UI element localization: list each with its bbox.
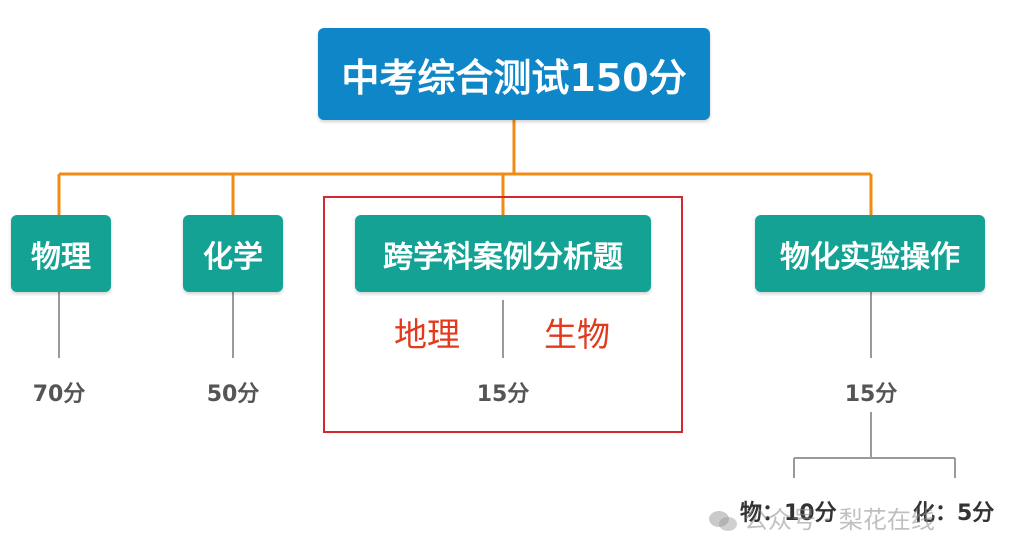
subject-label-experiment: 物化实验操作 <box>780 239 960 275</box>
breakdown-chemistry: 化：5分 <box>913 501 995 526</box>
subject-box-physics: 物理 <box>11 215 111 292</box>
watermark-text: 公众号 · 梨花在线 <box>744 506 935 534</box>
score-chemistry: 50分 <box>206 382 260 407</box>
root-title: 中考综合测试150分 <box>341 55 687 100</box>
subject-label-physics: 物理 <box>31 239 91 275</box>
breakdown-physics: 物：10分 <box>740 501 837 526</box>
subject-label-chemistry: 化学 <box>203 239 263 275</box>
chat-bubble-icon <box>709 511 737 531</box>
root-title-box: 中考综合测试150分 <box>318 28 710 120</box>
subject-label-cross-discipline: 跨学科案例分析题 <box>383 239 623 275</box>
highlight-frame <box>323 196 683 433</box>
score-physics: 70分 <box>32 382 86 407</box>
part-geography: 地理 <box>394 315 460 354</box>
subject-box-experiment: 物化实验操作 <box>755 215 985 292</box>
score-cross-discipline: 15分 <box>476 382 530 407</box>
part-biology: 生物 <box>544 315 610 354</box>
subject-box-cross-discipline: 跨学科案例分析题 <box>355 215 651 292</box>
watermark: 公众号 · 梨花在线 <box>708 500 935 535</box>
score-experiment: 15分 <box>844 382 898 407</box>
subject-box-chemistry: 化学 <box>183 215 283 292</box>
